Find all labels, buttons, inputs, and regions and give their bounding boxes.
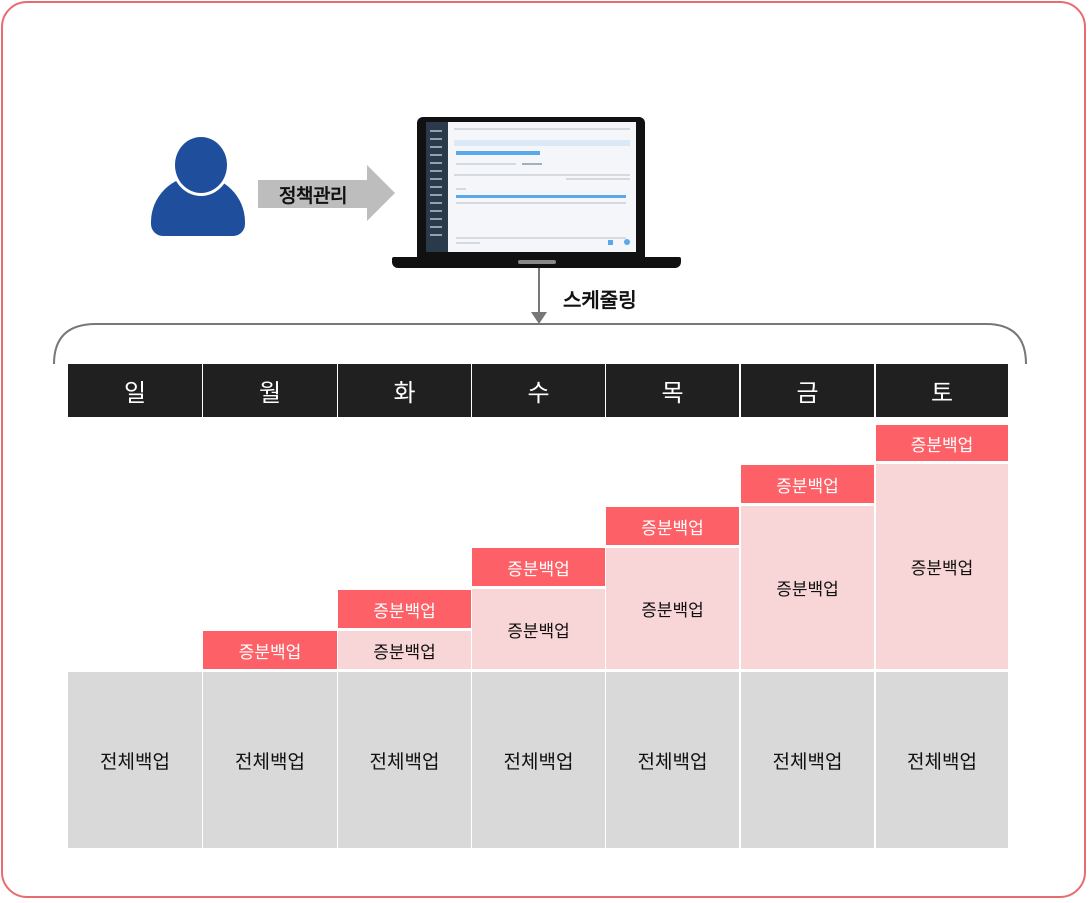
scheduling-label: 스케줄링 [563, 288, 637, 312]
day-mon: 월 [203, 364, 337, 417]
inc-header-mon: 증분백업 [203, 631, 337, 669]
full-backup-sat: 전체백업 [876, 672, 1008, 848]
policy-label: 정책관리 [279, 184, 347, 207]
inc-header-sat: 증분백업 [876, 425, 1008, 461]
inc-body-fri: 증분백업 [741, 506, 874, 669]
full-backup-mon: 전체백업 [203, 672, 337, 848]
inc-body-thu: 증분백업 [606, 548, 739, 669]
day-wed: 수 [472, 364, 605, 417]
day-sun: 일 [68, 364, 202, 417]
full-backup-thu: 전체백업 [606, 672, 739, 848]
day-fri: 금 [741, 364, 874, 417]
full-backup-tue: 전체백업 [338, 672, 471, 848]
day-thu: 목 [606, 364, 739, 417]
inc-body-tue: 증분백업 [338, 631, 471, 669]
inc-header-fri: 증분백업 [741, 465, 874, 503]
inc-header-tue: 증분백업 [338, 590, 471, 628]
inc-header-thu: 증분백업 [606, 507, 739, 545]
day-tue: 화 [338, 364, 471, 417]
laptop-screen-content [426, 122, 636, 252]
full-backup-fri: 전체백업 [741, 672, 874, 848]
inc-body-wed: 증분백업 [472, 589, 605, 669]
inc-body-sat: 증분백업 [876, 464, 1008, 669]
inc-header-wed: 증분백업 [472, 548, 605, 586]
full-backup-wed: 전체백업 [472, 672, 605, 848]
day-sat: 토 [876, 364, 1008, 417]
full-backup-sun: 전체백업 [68, 672, 202, 848]
